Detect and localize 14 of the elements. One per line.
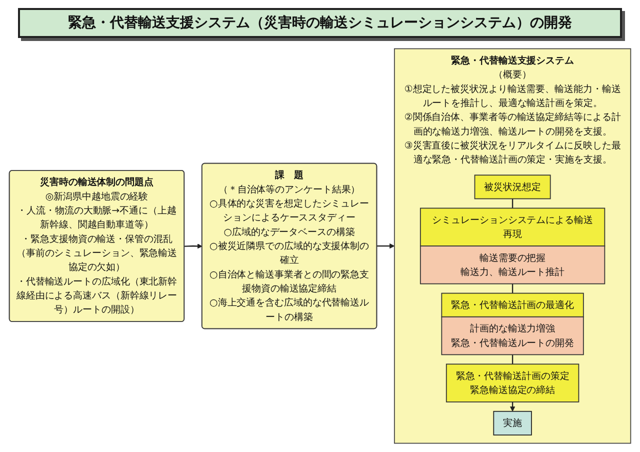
connector	[512, 354, 514, 364]
node-box: 緊急・代替輸送計画の策定 緊急輸送協定の締結	[446, 364, 580, 402]
node-box: 被災状況想定	[474, 174, 551, 200]
node-box: 輸送需要の把握 輸送力、輸送ルート推計	[420, 246, 606, 284]
connector	[512, 198, 514, 208]
node-box: 計画的な輸送力増強 緊急・代替輸送ルートの開発	[441, 316, 584, 356]
node-box: 緊急・代替輸送計画の最適化	[441, 292, 584, 318]
connector	[512, 284, 514, 294]
arrow	[184, 244, 202, 249]
title: 緊急・代替輸送支援システム（災害時の輸送シミュレーションシステム）の開発	[18, 8, 622, 38]
node-box: シミュレーションシステムによる輸送再現	[420, 208, 606, 246]
node-box: 実施	[493, 410, 532, 436]
arrow	[376, 243, 395, 249]
arrow	[510, 402, 516, 412]
